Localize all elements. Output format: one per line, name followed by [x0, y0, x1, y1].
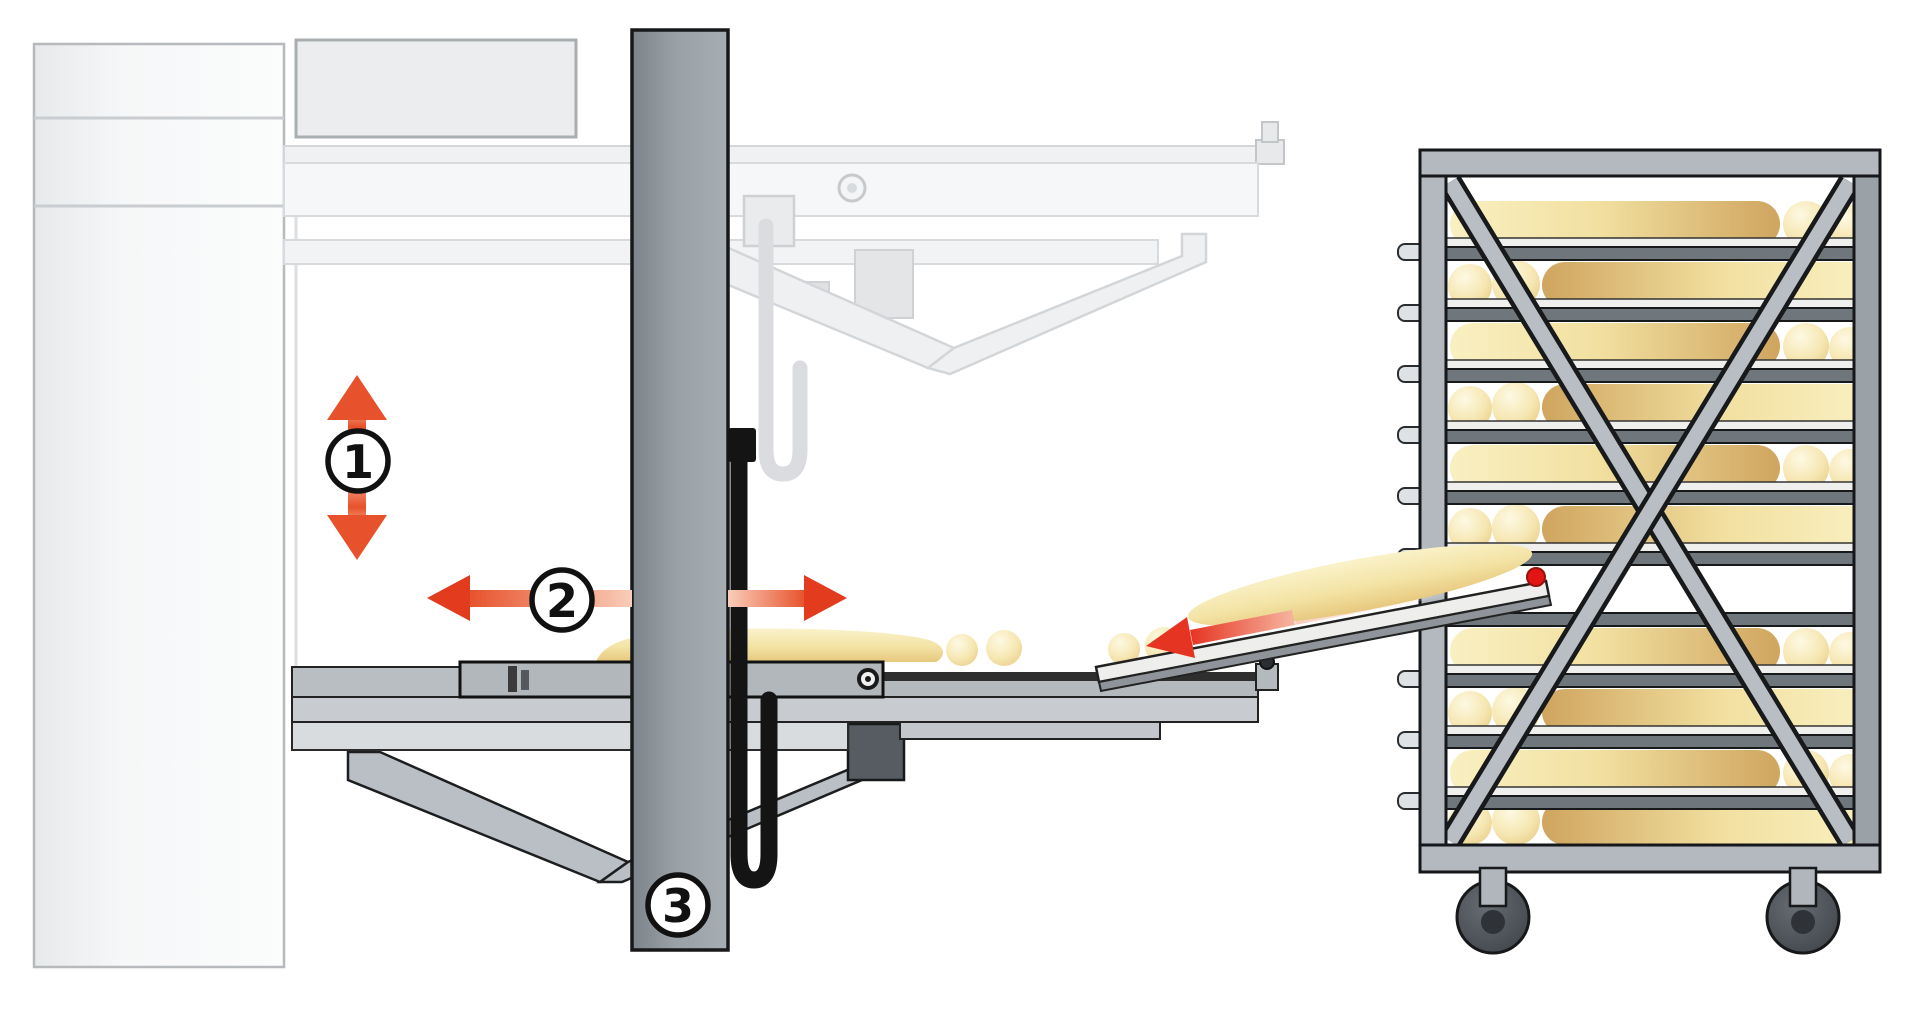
ghost-raised-mechanism: [283, 38, 1285, 482]
dough-roll: [986, 630, 1022, 666]
peel-rail-track: [883, 672, 1258, 681]
tray-arrow-head: [1146, 617, 1195, 658]
support-column: [630, 28, 730, 952]
callout-2: 2: [529, 567, 595, 633]
ghost-cable-hook: [758, 218, 808, 482]
oven-wall: [32, 42, 298, 969]
dough-roll: [1108, 633, 1140, 665]
cross-brace: [1446, 176, 1854, 845]
callout-3: 3: [645, 872, 711, 938]
support-arm-left: [346, 750, 631, 884]
callout-1: 1: [325, 428, 391, 494]
carriage-bolt: [865, 676, 871, 682]
ghost-support-arm-right: [925, 232, 1208, 376]
ghost-bolt: [847, 183, 857, 193]
ghost-rail-end-knob: [1261, 121, 1279, 143]
ghost-upper-rail: [283, 145, 1285, 164]
callout-3-number: 3: [662, 879, 694, 933]
latch: [508, 666, 517, 692]
alignment-dot: [1526, 567, 1546, 587]
rack-wheels: [1455, 866, 1841, 955]
callout-1-number: 1: [342, 435, 374, 489]
empty-shelf-rail: [1446, 612, 1854, 627]
peel-board: [1094, 544, 1553, 693]
lower-slab-right: [899, 721, 1161, 740]
peel-rail: [882, 679, 1259, 698]
tray-arrow-shaft: [1190, 610, 1295, 645]
ghost-head-box: [294, 38, 578, 139]
bread-loaf-on-board: [1187, 544, 1533, 626]
rack-shelves: [1446, 237, 1854, 810]
rack-trolley: [1397, 148, 1882, 955]
ghost-carriage-block: [854, 249, 914, 319]
callout-2-number: 2: [546, 574, 578, 628]
rack-frame: [1418, 148, 1882, 874]
dough-roll: [946, 634, 978, 666]
cable-hook: [728, 428, 778, 889]
rack-interior: [1446, 176, 1854, 845]
drive-block: [846, 722, 906, 782]
